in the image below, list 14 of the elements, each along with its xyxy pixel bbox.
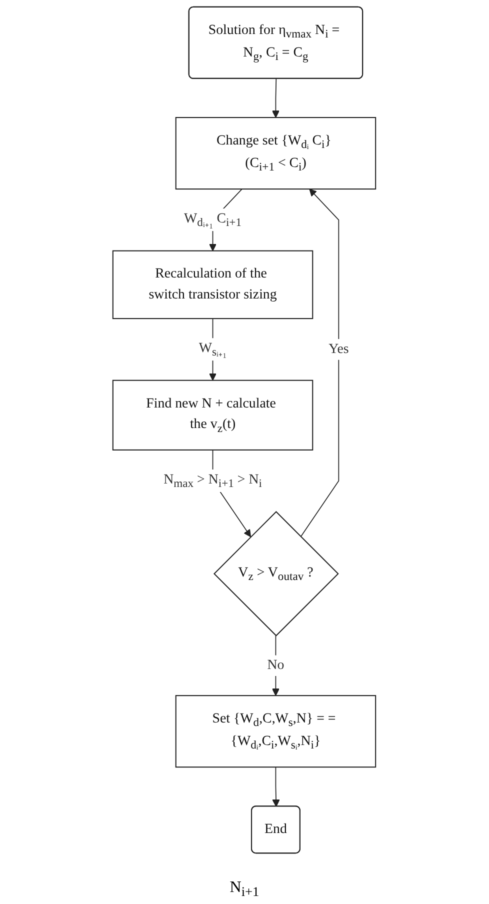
node-diamond: V$_{z}$ > V$_{outav}$ ? bbox=[214, 511, 340, 636]
arrow bbox=[272, 766, 280, 807]
edge-label: No bbox=[267, 658, 284, 673]
node-box: Find new N + calculate the v$_{z}$(t) bbox=[112, 380, 314, 450]
edge-label: Yes bbox=[328, 342, 350, 356]
node-box: Set {W$_{d}$,C,W$_{s}$,N} = = {W$_{dᵢ}$,C$_{i}$,W$_{sᵢ}$,N$_{i}$} bbox=[176, 695, 376, 768]
arrow bbox=[272, 78, 280, 118]
arrow bbox=[300, 188, 340, 538]
math-label: N$_{i+1}$ bbox=[230, 878, 260, 900]
edge-label: W$_{sᵢ₊₁}$ bbox=[199, 340, 227, 358]
edge-label: N$_{max}$ > N$_{i+1}$ > N$_{i}$ bbox=[164, 472, 262, 490]
edge-label: W$_{dᵢ₊₁}$ C$_{i+1}$ bbox=[184, 211, 242, 229]
node-box: Change set {W$_{dᵢ}$ C$_{i}$} (C$_{i+1}$ < C$_{i}$) bbox=[176, 117, 376, 190]
node-box: Recalculation of the switch transistor sizing bbox=[112, 250, 314, 320]
